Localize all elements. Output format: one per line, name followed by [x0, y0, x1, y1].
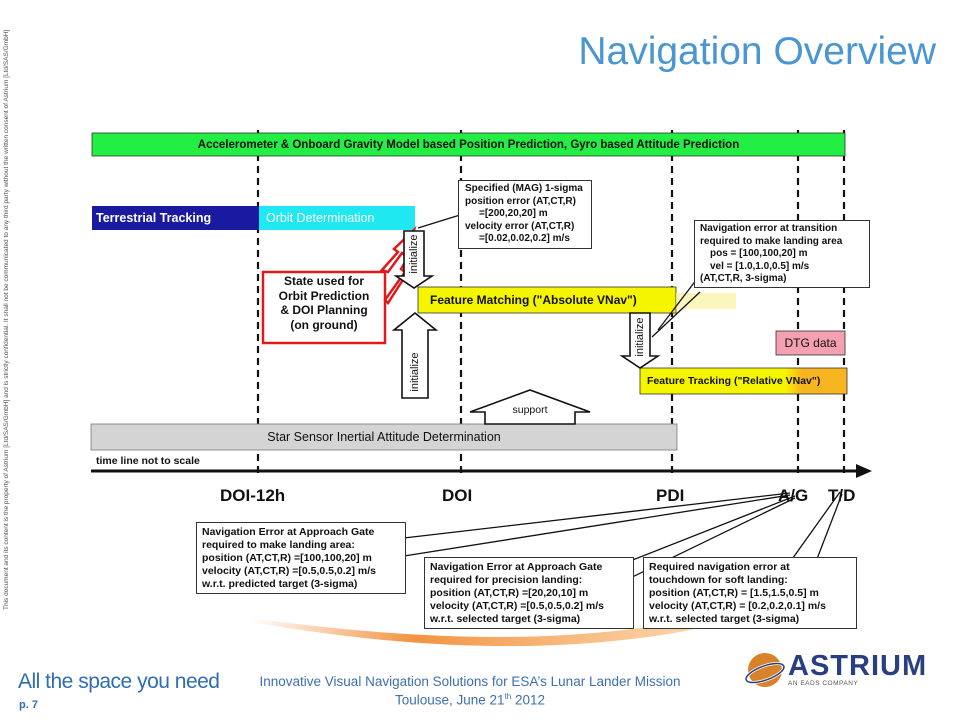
note-line: required to make landing area	[700, 235, 843, 247]
footer-date-sup: th	[504, 692, 512, 701]
dtg-bar	[775, 330, 846, 356]
support-label: support	[512, 404, 548, 416]
note-line: position (AT,CT,R) =[100,100,20] m	[202, 552, 372, 564]
note-line: velocity (AT,CT,R) = [0.2,0.2,0.1] m/s	[649, 600, 826, 612]
footer-date-suffix: 2012	[511, 692, 546, 708]
astrium-logo-mark	[744, 653, 786, 687]
note-line: velocity (AT,CT,R) =[0.5,0.5,0.2] m/s	[430, 600, 604, 612]
green-bar-label: Accelerometer & Onboard Gravity Model ba…	[197, 138, 740, 151]
note-line: required to make landing area:	[202, 539, 355, 551]
note-line: Navigation Error at Approach Gate	[202, 526, 375, 538]
astrium-logo-subtext: AN EADS COMPANY	[788, 680, 859, 687]
astrium-logo: ASTRIUM AN EADS COMPANY	[788, 650, 927, 687]
initialize-arrow-1	[393, 230, 435, 289]
note-line: =[200,20,20] m	[479, 208, 548, 219]
terrestrial-bar-label: Terrestrial Tracking	[96, 211, 212, 225]
footer-date-prefix: Toulouse, June 21	[394, 692, 505, 708]
precision-landing-note: Navigation Error at Approach Gate requir…	[424, 557, 634, 629]
note-line: position (AT,CT,R) =[20,20,10] m	[430, 587, 589, 599]
note-line: position error (AT,CT,R)	[465, 195, 576, 207]
note-line: Required navigation error at	[649, 561, 790, 573]
mag-spec-note: Specified (MAG) 1-sigma position error (…	[458, 180, 592, 249]
note-line: position (AT,CT,R) = [1.5,1.5,0.5] m	[649, 587, 819, 599]
initialize-label-1: initialize	[408, 234, 420, 274]
dtg-label: DTG data	[784, 336, 837, 350]
star-sensor-label: Star Sensor Inertial Attitude Determinat…	[267, 430, 501, 444]
state-note-line: & DOI Planning	[280, 303, 368, 317]
connector-lines	[403, 214, 843, 591]
milestone-doi-12h: DOI-12h	[220, 486, 286, 505]
support-arrow	[469, 389, 591, 425]
touchdown-note: Required navigation error at touchdown f…	[643, 557, 857, 629]
terrestrial-bar	[92, 206, 259, 230]
state-note: State used for Orbit Prediction & DOI Pl…	[263, 274, 385, 332]
slide-title: Navigation Overview	[578, 30, 936, 73]
note-line: Specified (MAG) 1-sigma	[465, 183, 583, 194]
state-note-line: (on ground)	[290, 317, 358, 332]
approach-gate-note: Navigation Error at Approach Gate requir…	[196, 522, 406, 594]
note-line: w.r.t. selected target (3-sigma)	[649, 613, 800, 625]
note-line: w.r.t. selected target (3-sigma)	[430, 613, 581, 625]
page-number: p. 7	[19, 699, 38, 711]
orbit-bar	[259, 206, 415, 230]
feature-tracking-label: Feature Tracking ("Relative VNav")	[647, 375, 821, 387]
orange-swoosh	[250, 612, 720, 647]
milestone-ag: A/G	[778, 486, 809, 505]
feature-matching-label: Feature Matching ("Absolute VNav")	[430, 293, 637, 307]
initialize-arrow-2	[391, 311, 439, 399]
initialize-label-2: initialize	[409, 352, 421, 392]
timeline-arrowhead	[856, 464, 872, 478]
milestone-doi: DOI	[442, 486, 473, 505]
footer-title-line: Innovative Visual Navigation Solutions f…	[259, 674, 681, 689]
note-line: velocity error (AT,CT,R)	[465, 220, 575, 232]
initialize-label-3: initialize	[634, 317, 646, 357]
feature-matching-bar	[417, 286, 677, 314]
feature-matching-fade	[676, 293, 736, 309]
note-line: (AT,CT,R, 3-sigma)	[700, 273, 787, 284]
note-line: Navigation error at transition	[700, 223, 838, 234]
note-line: touchdown for soft landing:	[649, 574, 788, 586]
green-bar	[91, 132, 846, 157]
orbit-bar-label: Orbit Determination	[266, 211, 375, 225]
note-line: vel = [1.0,1.0,0.5] m/s	[710, 260, 810, 272]
state-note-line: State used for	[283, 274, 364, 288]
milestone-td: T/D	[828, 486, 856, 505]
state-box-outline	[261, 270, 387, 345]
footer-date-line: Toulouse, June 21th 2012	[210, 692, 730, 708]
feature-tracking-bar	[639, 367, 848, 395]
timeline-label: time line not to scale	[96, 455, 200, 467]
star-sensor-bar	[90, 423, 678, 451]
note-line: required for precision landing:	[430, 574, 583, 586]
state-note-line: Orbit Prediction	[278, 288, 370, 303]
note-line: pos = [100,100,20] m	[710, 248, 808, 259]
note-line: =[0.02,0.02,0.2] m/s	[479, 233, 570, 244]
footer-tagline: All the space you need	[18, 670, 220, 693]
milestone-pdi: PDI	[656, 486, 685, 505]
astrium-logo-text: ASTRIUM	[788, 650, 928, 682]
transition-note: Navigation error at transition required …	[694, 220, 870, 288]
note-line: Navigation Error at Approach Gate	[430, 561, 603, 573]
note-line: velocity (AT,CT,R) =[0.5,0.5,0.2] m/s	[202, 565, 376, 577]
initialize-arrow-3	[619, 312, 661, 369]
note-line: w.r.t. predicted target (3-sigma)	[202, 578, 358, 590]
